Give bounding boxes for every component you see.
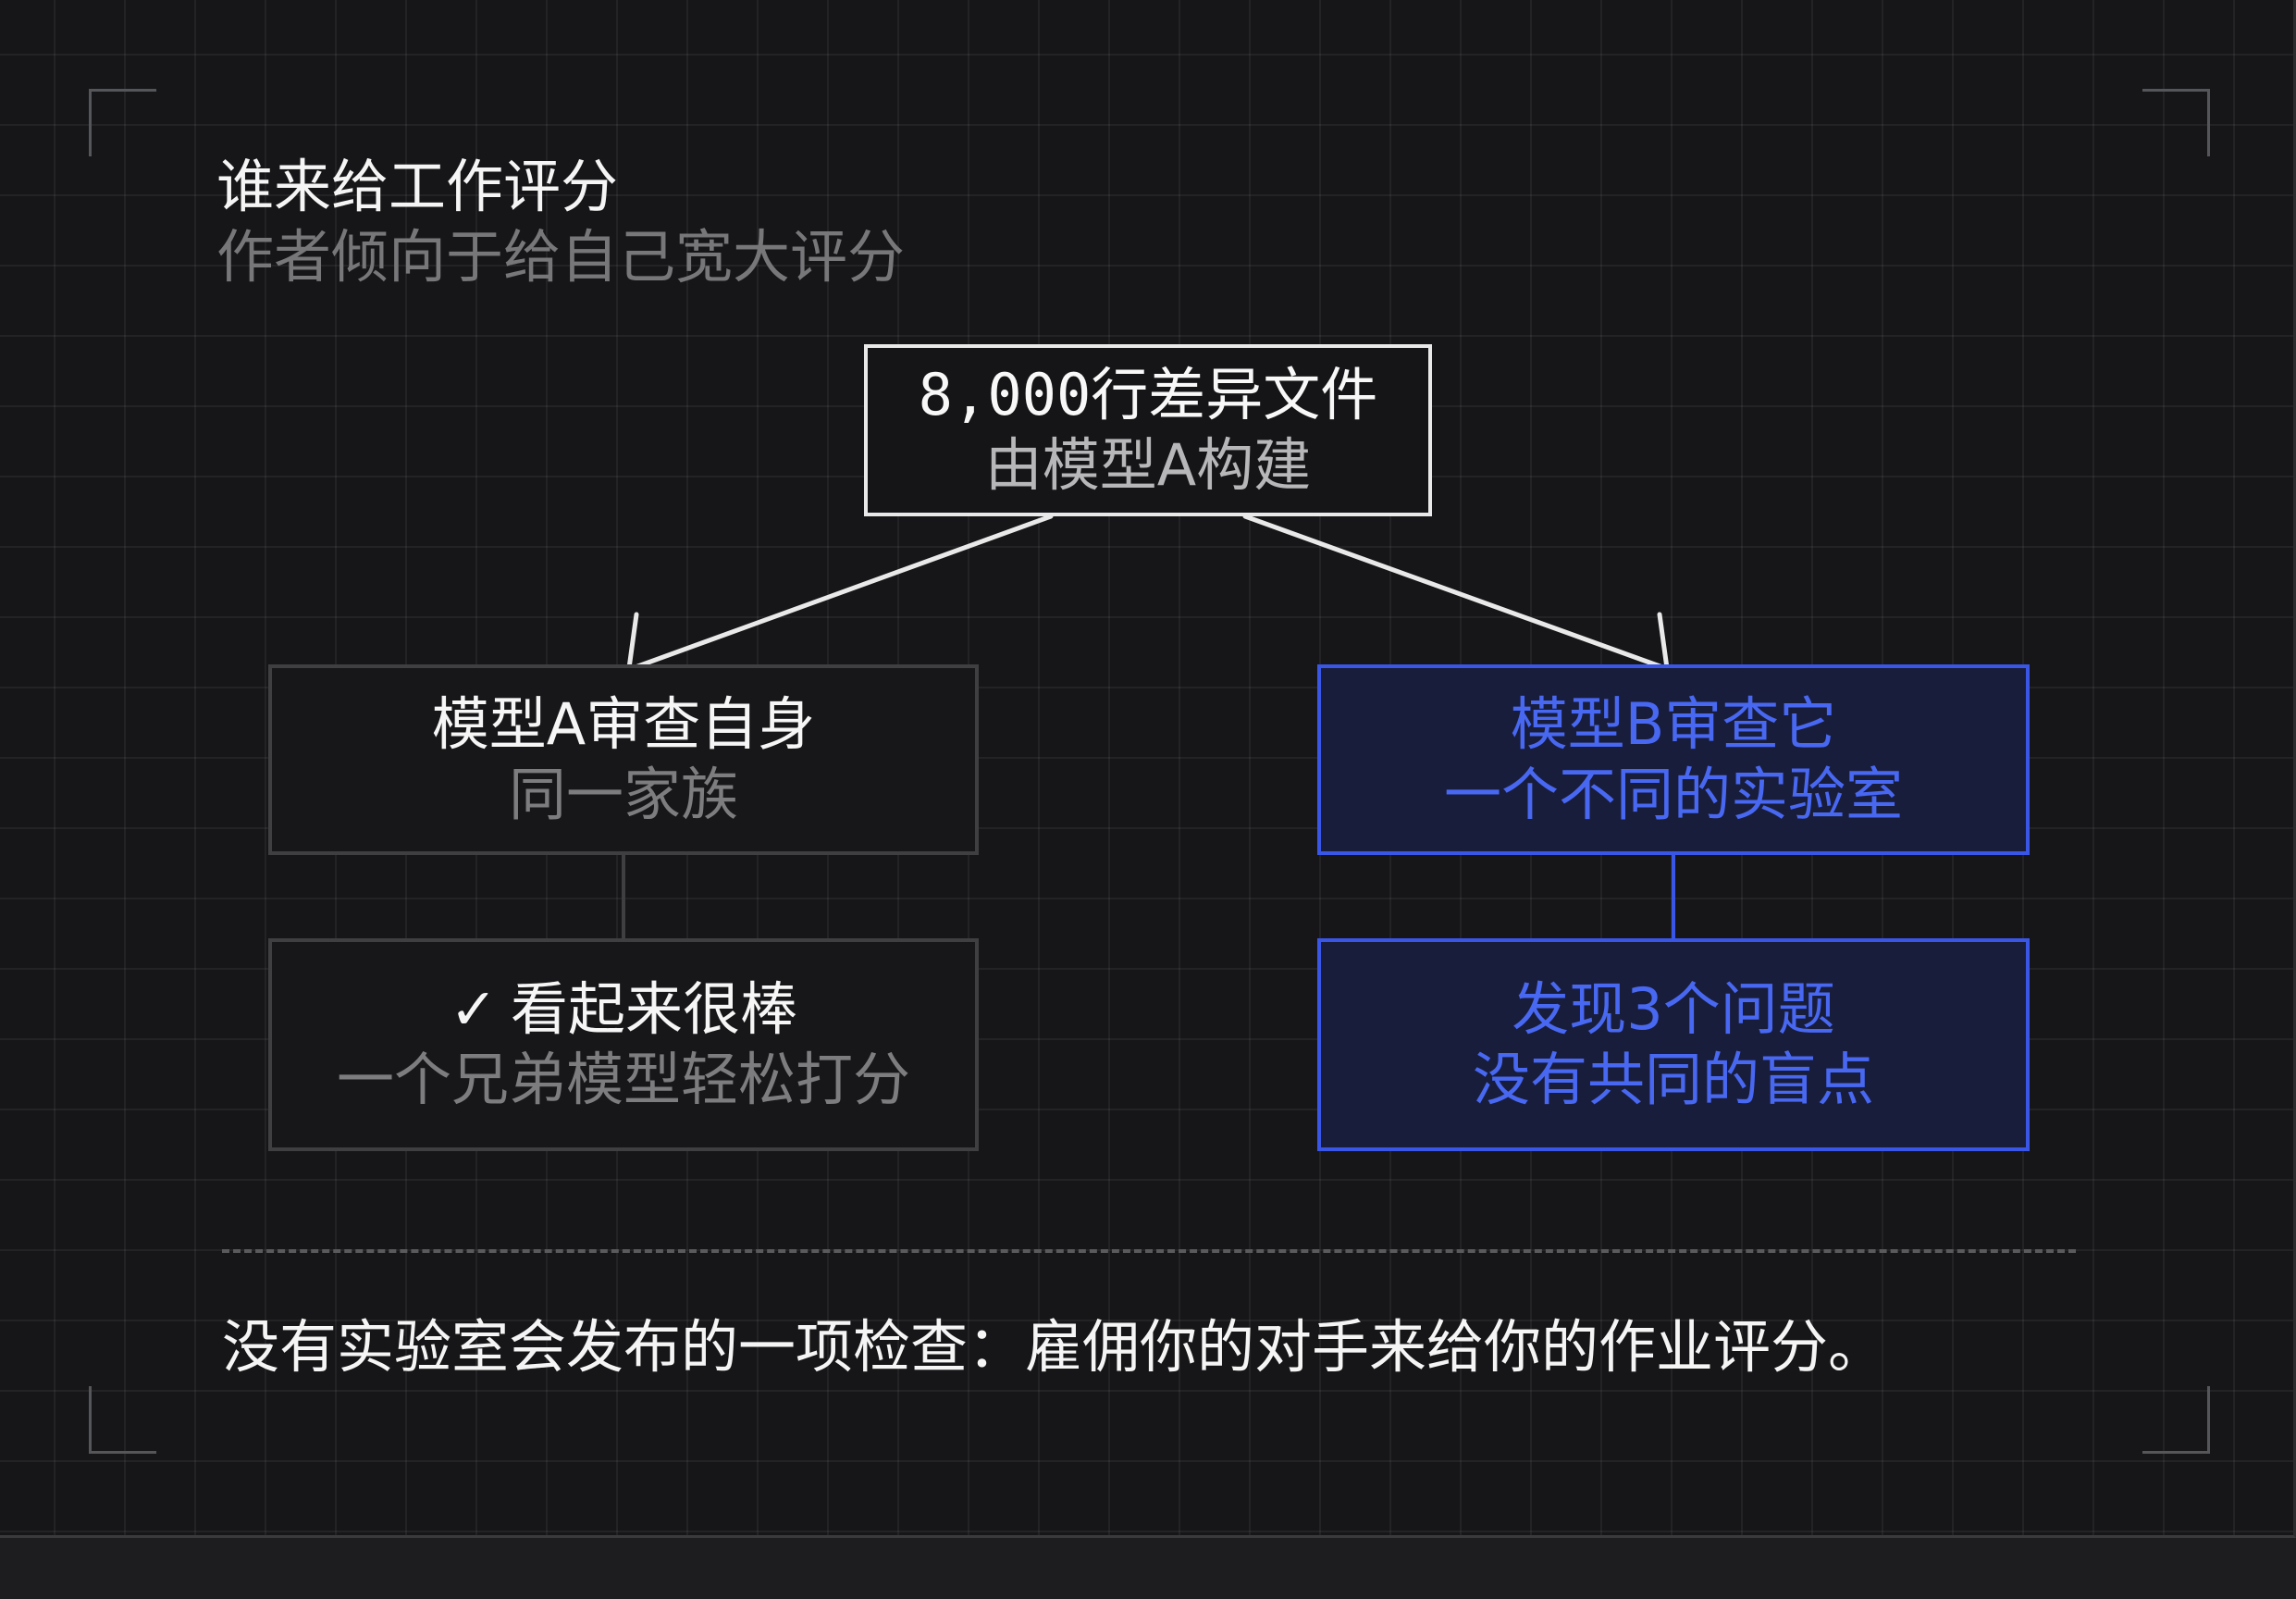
left-result-line1-row: ✓看起来很棒: [450, 974, 797, 1045]
root-node-line1: 8,000行差异文件: [918, 361, 1378, 428]
root-node: 8,000行差异文件 由模型A构建: [864, 344, 1432, 516]
right-reviewer-line1: 模型B审查它: [1510, 690, 1837, 758]
right-result-line2: 没有共同的盲点: [1472, 1046, 1874, 1113]
right-result-node: 发现3个问题 没有共同的盲点: [1317, 938, 2030, 1151]
checkmark-icon: ✓: [450, 975, 498, 1043]
right-reviewer-node: 模型B审查它 一个不同的实验室: [1317, 664, 2030, 855]
left-result-node: ✓看起来很棒 一个兄弟模型轻松打分: [268, 938, 979, 1151]
right-result-line1: 发现3个问题: [1512, 975, 1835, 1043]
left-reviewer-node: 模型A审查自身 同一家族: [268, 664, 979, 855]
diagram-subtitle: 作者倾向于给自己宽大评分: [216, 223, 906, 291]
left-reviewer-line1: 模型A审查自身: [431, 690, 816, 758]
bottom-strip: [0, 1538, 2296, 1599]
left-result-line1: 看起来很棒: [510, 975, 797, 1043]
left-result-line2: 一个兄弟模型轻松打分: [336, 1046, 910, 1113]
left-reviewer-line2: 同一家族: [508, 761, 738, 828]
root-node-line2: 由模型A构建: [984, 431, 1312, 499]
corner-mark-bottom-right: [2142, 1386, 2210, 1454]
footer-caption: 没有实验室会发布的一项检查：雇佣你的对手来给你的作业评分。: [222, 1313, 1886, 1381]
corner-mark-bottom-left: [89, 1386, 156, 1454]
right-reviewer-line2: 一个不同的实验室: [1443, 761, 1903, 828]
corner-mark-top-left: [89, 89, 156, 156]
diagram-title: 谁来给工作评分: [216, 153, 619, 220]
corner-mark-top-right: [2142, 89, 2210, 156]
dashed-divider: [222, 1249, 2076, 1253]
